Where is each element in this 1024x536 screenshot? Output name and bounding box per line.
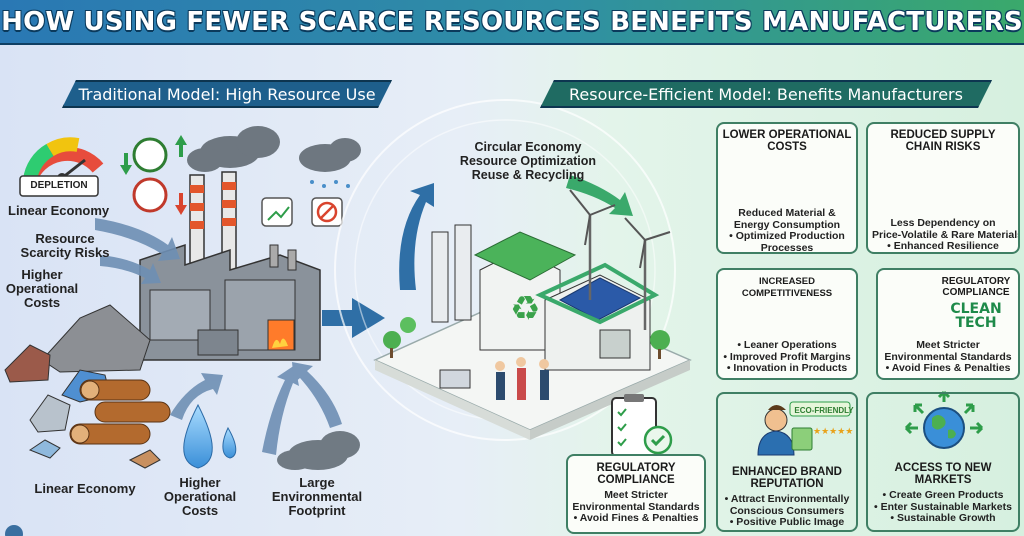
circular-arrow-left — [399, 183, 434, 290]
linear-economy-label-top: Linear Economy — [8, 203, 110, 218]
linear-economy-label-bottom: Linear Economy — [34, 481, 136, 496]
clipboard-icon — [611, 394, 673, 457]
svg-text:♻: ♻ — [510, 289, 540, 329]
raw-materials — [4, 304, 171, 469]
traditional-factory — [139, 171, 321, 361]
cost-icons — [120, 135, 187, 215]
water-drop-icon — [183, 403, 213, 469]
circular-arrow-right — [566, 175, 633, 216]
card-increased-competitiveness: INCREASED COMPETITIVENESS • Leaner Opera… — [716, 268, 858, 380]
svg-text:★★★★★: ★★★★★ — [813, 427, 853, 437]
page-title: HOW USING FEWER SCARCE RESOURCES BENEFIT… — [1, 7, 1023, 37]
smoke-clouds — [187, 126, 361, 172]
transition-arrow — [322, 298, 385, 338]
title-band — [0, 0, 1024, 44]
eco-friendly-badge: ECO-FRIENDLY — [794, 406, 854, 415]
rain-drops — [310, 180, 350, 188]
efficient-model-banner: Resource-Efficient Model: Benefits Manuf… — [540, 80, 992, 108]
eco-factory: ♻ — [373, 189, 692, 440]
person-icon: ★★★★★ — [757, 401, 853, 456]
globe-icon — [904, 390, 984, 449]
depletion-gauge — [19, 137, 104, 197]
pollution-cloud — [277, 431, 360, 470]
flow-arrows — [95, 218, 342, 455]
traditional-model-banner: Traditional Model: High Resource Use — [62, 80, 392, 108]
depletion-label: DEPLETION — [30, 180, 88, 191]
gear-icon — [5, 525, 23, 536]
